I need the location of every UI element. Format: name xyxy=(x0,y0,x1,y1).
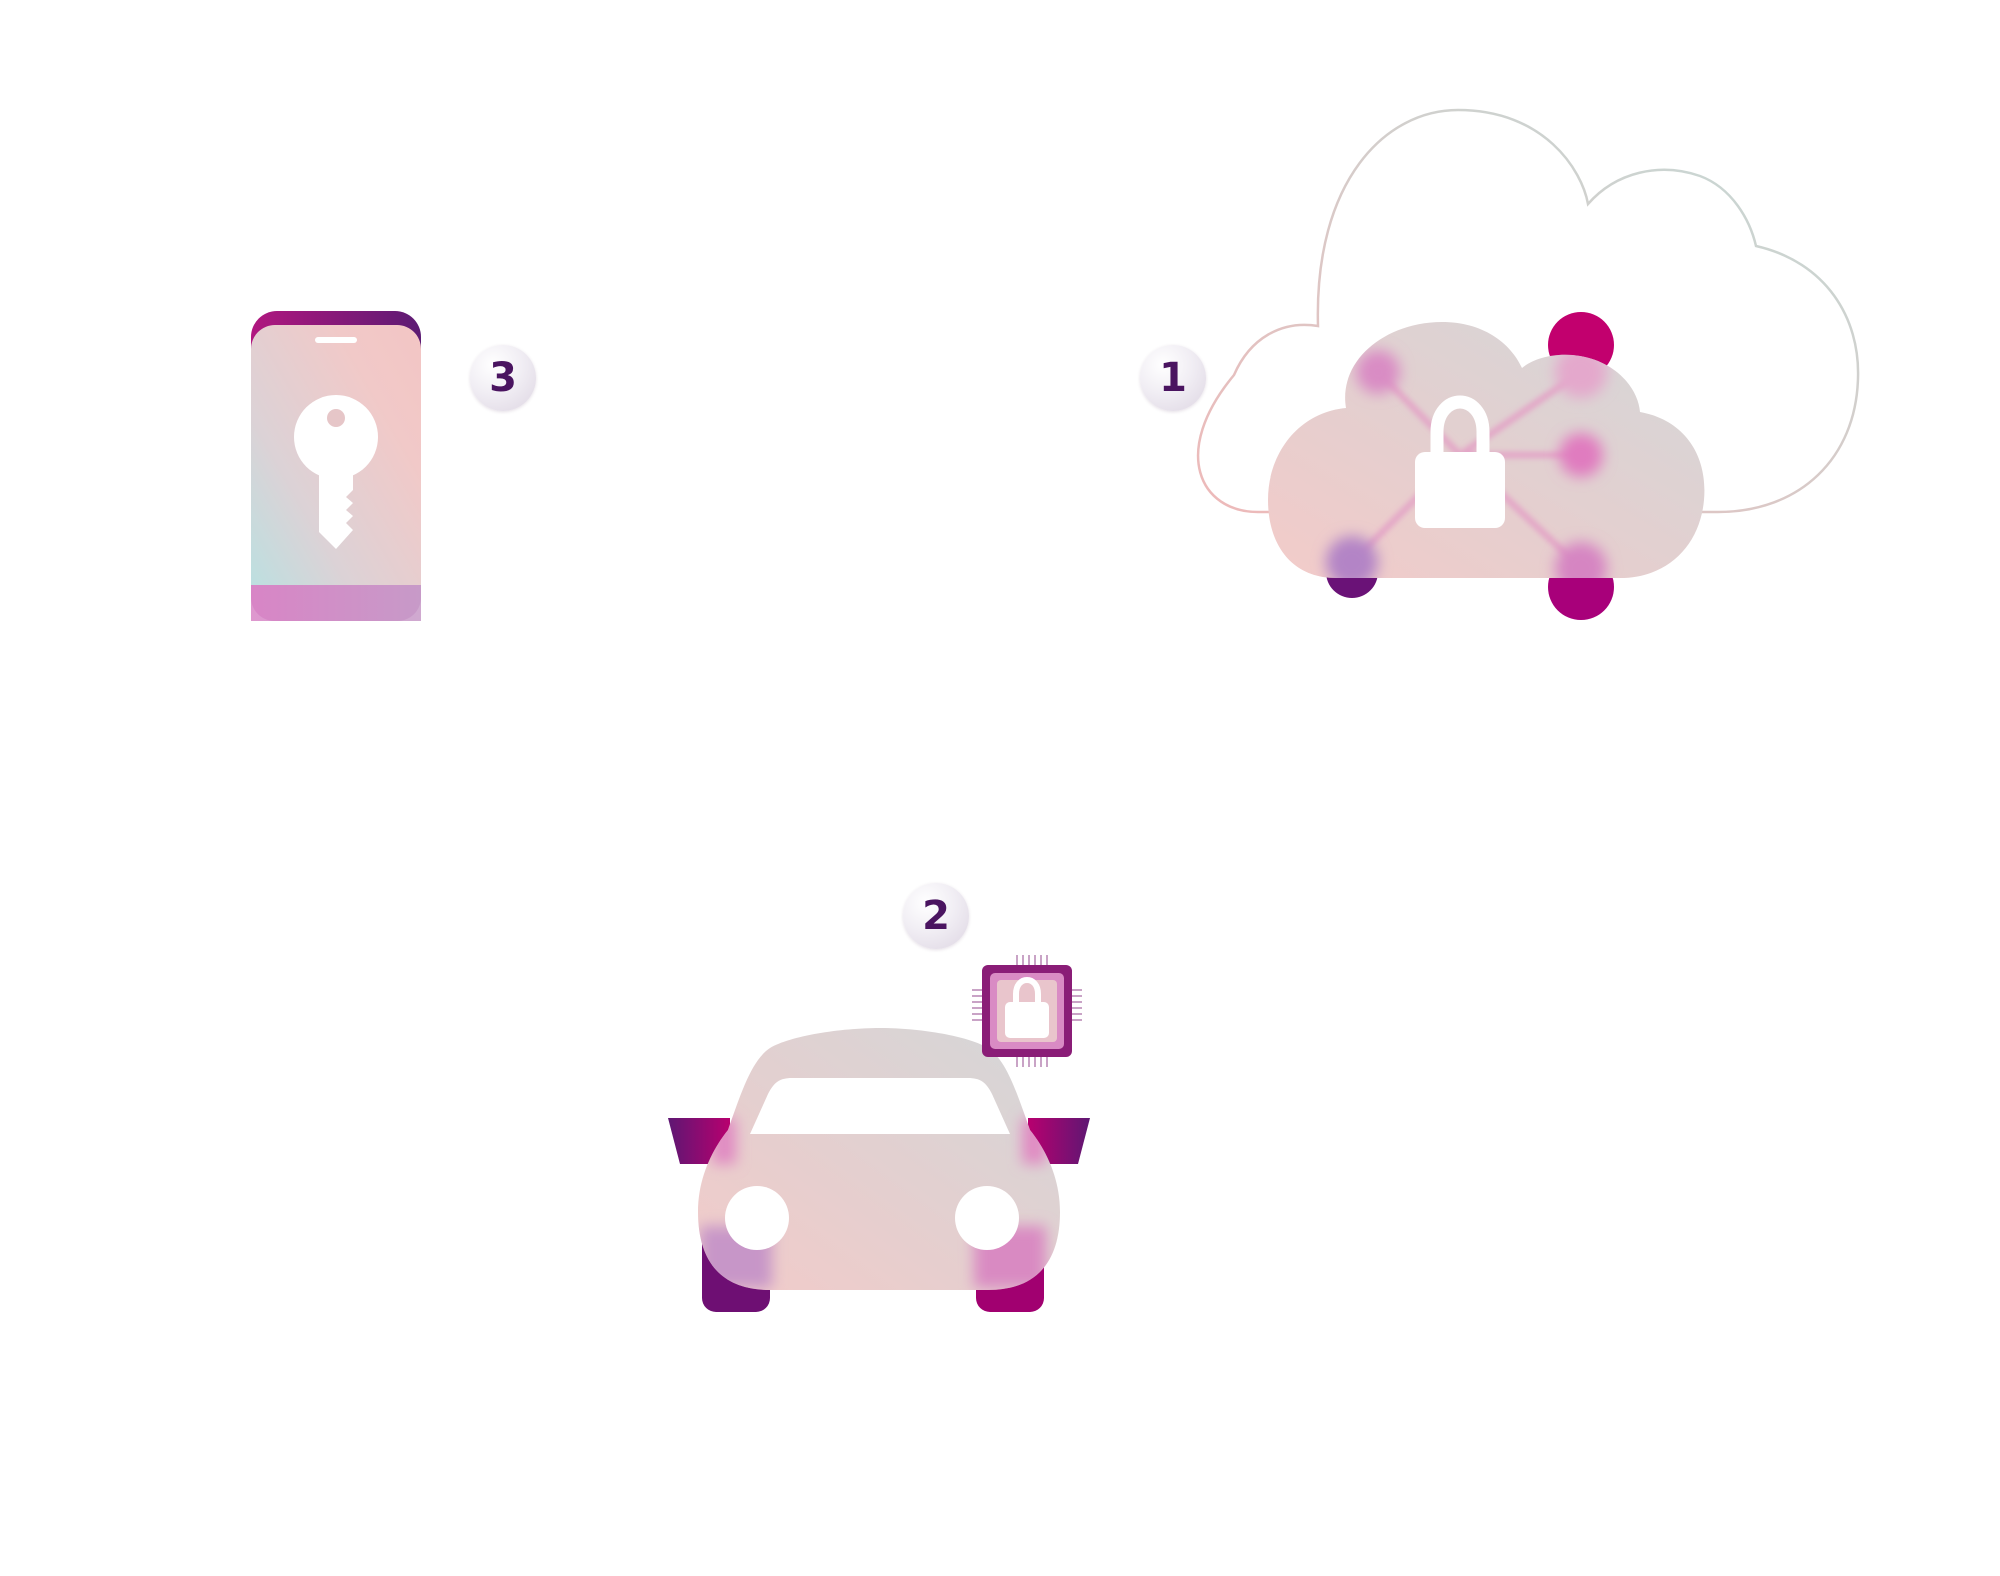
step-badge-3: 3 xyxy=(470,345,536,411)
chip-lock-icon xyxy=(972,955,1082,1067)
cloud-outline xyxy=(1196,108,1860,514)
step-badge-2: 2 xyxy=(903,883,969,949)
chip-padlock-icon xyxy=(1005,976,1049,1038)
smartphone-key-icon xyxy=(251,311,421,621)
car-windshield xyxy=(750,1078,1010,1134)
step-badge-1: 1 xyxy=(1140,345,1206,411)
car-icon xyxy=(668,1028,1090,1312)
padlock-icon xyxy=(1415,395,1505,528)
key-icon xyxy=(294,395,378,549)
car-headlight-left xyxy=(725,1186,789,1250)
car-headlight-right xyxy=(955,1186,1019,1250)
cloud-lock-icon xyxy=(1196,108,1860,620)
phone-speaker xyxy=(315,337,357,343)
